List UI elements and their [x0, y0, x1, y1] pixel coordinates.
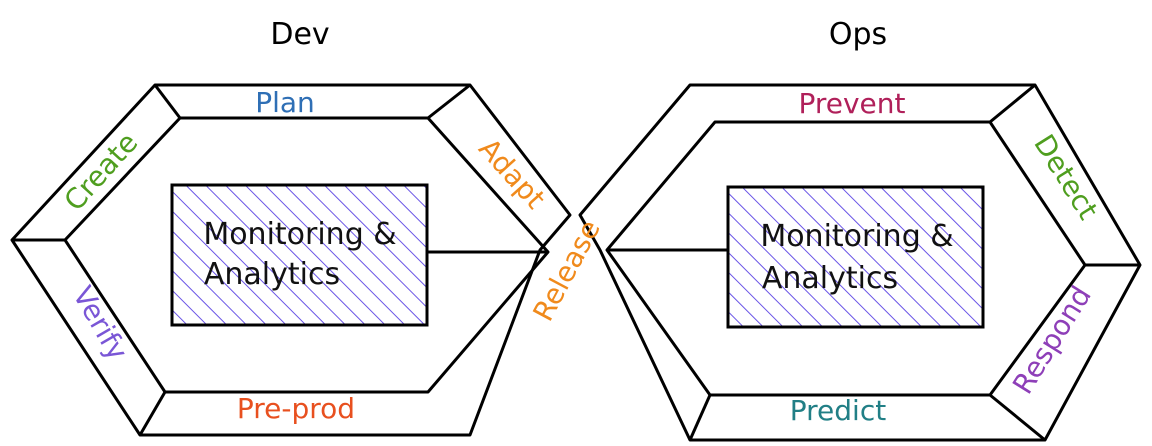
dev-center-box: [170, 183, 429, 327]
dev-center-line2: Analytics: [204, 257, 340, 292]
segment-verify: Verify: [66, 281, 134, 366]
ops-loop: [578, 83, 1142, 442]
dev-outer-hexagon: [10, 83, 572, 437]
dev-heading: Dev: [270, 17, 329, 52]
segment-prevent: Prevent: [798, 87, 905, 120]
segment-respond: Respond: [1006, 280, 1098, 400]
ops-center-line2: Analytics: [762, 261, 898, 296]
segment-plan: Plan: [255, 86, 315, 119]
ops-center-box: [726, 185, 985, 329]
dev-center-line1: Monitoring &: [203, 217, 396, 252]
segment-preprod: Pre-prod: [237, 392, 355, 425]
ops-center-line1: Monitoring &: [760, 219, 953, 254]
ops-outer-hexagon: [578, 83, 1142, 442]
ops-heading: Ops: [829, 17, 887, 52]
release-label: Release: [526, 214, 607, 326]
segment-detect: Detect: [1027, 129, 1104, 226]
segment-predict: Predict: [790, 394, 886, 427]
dev-loop: [10, 83, 572, 437]
